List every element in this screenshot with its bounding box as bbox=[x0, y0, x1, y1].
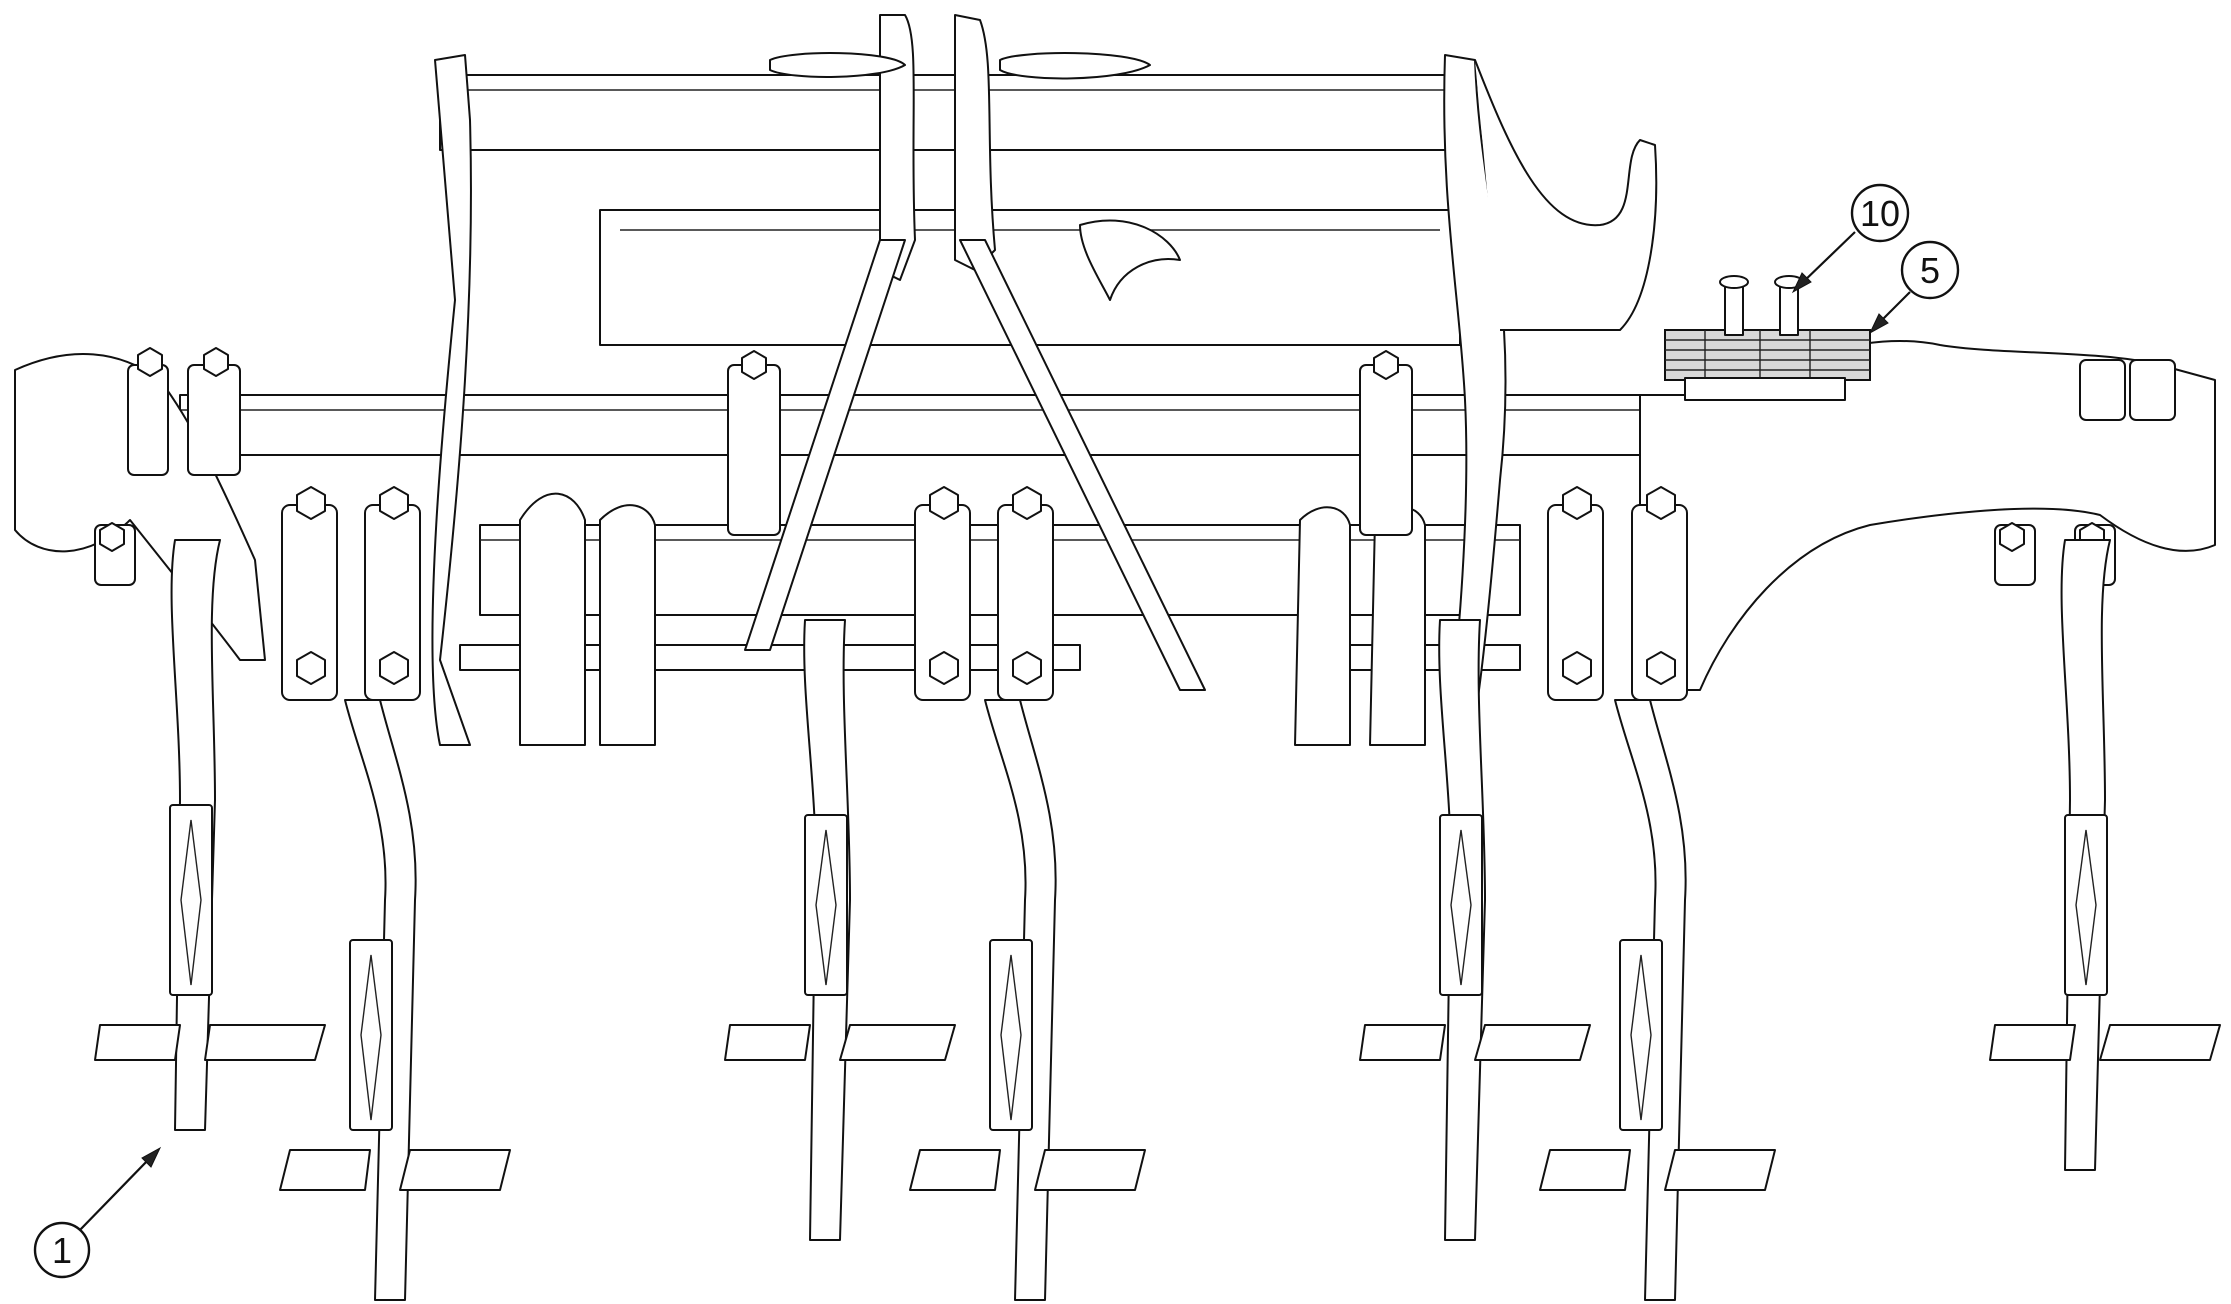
bolt-heads bbox=[99, 347, 2105, 685]
shear-bolt-stack bbox=[1664, 275, 1871, 401]
shin-guards bbox=[169, 804, 2108, 1131]
callout-10: 10 bbox=[1791, 183, 1910, 294]
front-clamps bbox=[94, 504, 2116, 701]
callout-1: 1 bbox=[33, 1146, 162, 1279]
headstock bbox=[519, 14, 1426, 746]
callout-5-label: 5 bbox=[1920, 250, 1940, 291]
callout-10-label: 10 bbox=[1860, 193, 1900, 234]
callout-1-label: 1 bbox=[52, 1230, 72, 1271]
winged-points bbox=[94, 1024, 2221, 1191]
callout-5: 5 bbox=[1868, 240, 1960, 335]
callouts: 1 10 5 bbox=[33, 183, 1960, 1279]
